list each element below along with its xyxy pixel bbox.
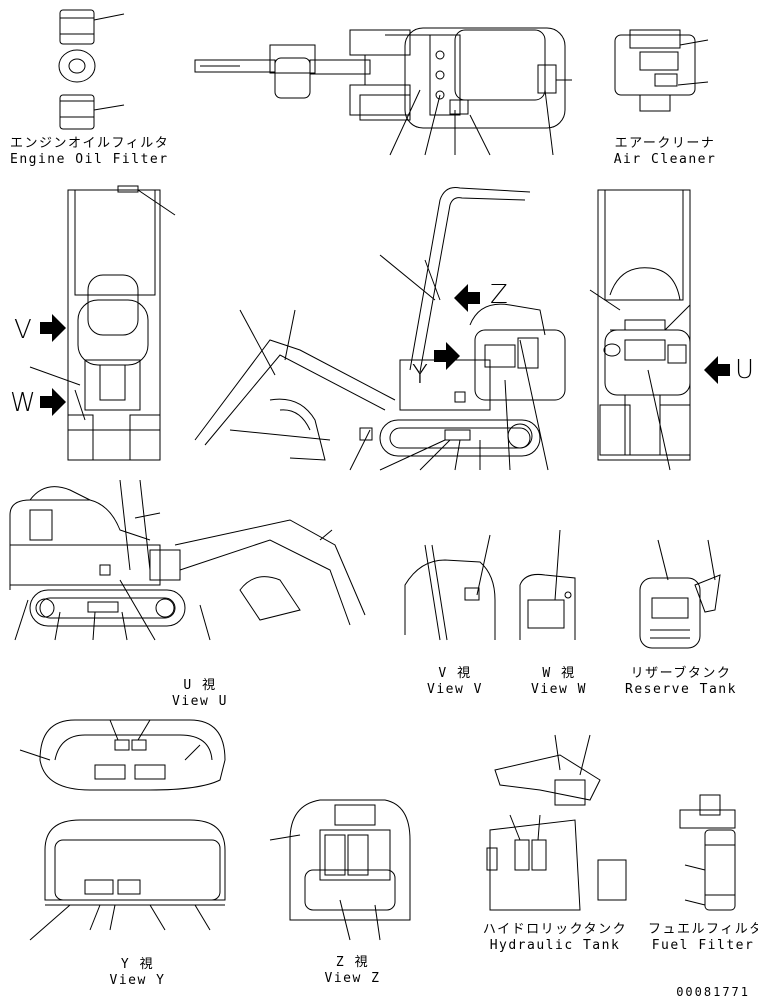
- caption-en: View Y: [109, 973, 166, 988]
- caption-jp: W 視: [542, 666, 576, 681]
- document-number: 00081771: [676, 985, 750, 999]
- view-w-figure: [520, 530, 575, 640]
- rear-view-figure: [598, 190, 690, 470]
- caption-en: View W: [531, 682, 587, 697]
- top-plan-view-figure: [195, 28, 572, 155]
- view-letter-z: Z: [490, 280, 508, 310]
- caption-view-z: Z 視 View Z: [315, 955, 390, 987]
- caption-en: View Z: [324, 971, 381, 986]
- caption-view-u: U 視 View U: [160, 678, 240, 710]
- reserve-tank-figure: [640, 540, 720, 648]
- caption-en: Hydraulic Tank: [489, 938, 621, 953]
- caption-view-w: W 視 View W: [524, 666, 594, 698]
- view-v-figure: [405, 535, 495, 640]
- caption-fuel-filter: フュエルフィルタ Fuel Filter: [648, 922, 758, 954]
- caption-en: Air Cleaner: [613, 152, 717, 167]
- view-arrow-right: [704, 356, 730, 384]
- view-z-arrow-icon: [454, 284, 480, 312]
- caption-jp: Z 視: [335, 955, 370, 970]
- caption-jp: エンジンオイルフィルタ: [10, 136, 170, 151]
- view-y-figure: [30, 820, 225, 940]
- fuel-filter-figure: [680, 795, 735, 910]
- caption-jp: ハイドロリックタンク: [482, 922, 628, 937]
- caption-en: Fuel Filter: [651, 938, 755, 953]
- caption-jp: リザーブタンク: [630, 666, 732, 681]
- caption-jp: V 視: [438, 666, 472, 681]
- engine-oil-filter-figure: [59, 10, 124, 129]
- main-side-view-figure: [195, 188, 620, 471]
- view-letter-u: U: [735, 355, 755, 385]
- air-cleaner-figure: [615, 30, 708, 111]
- view-u-arrow-icon: [704, 356, 730, 384]
- caption-en: View V: [427, 682, 483, 697]
- caption-en: View U: [172, 694, 228, 709]
- view-u-figure: [20, 720, 225, 790]
- caption-en: Reserve Tank: [625, 682, 737, 697]
- view-letter-v: V: [14, 315, 32, 345]
- caption-air-cleaner: エアークリーナ Air Cleaner: [610, 136, 720, 168]
- hydraulic-tank-figure: [487, 735, 626, 910]
- caption-reserve-tank: リザーブタンク Reserve Tank: [625, 666, 737, 698]
- lower-side-view-figure: [10, 480, 365, 640]
- view-w-arrow-icon: [40, 388, 66, 416]
- caption-en: Engine Oil Filter: [10, 152, 169, 167]
- caption-jp: エアークリーナ: [614, 136, 716, 151]
- view-letter-w: W: [10, 388, 36, 418]
- view-arrows-center: [434, 284, 480, 370]
- caption-jp: U 視: [183, 678, 217, 693]
- caption-hydraulic-tank: ハイドロリックタンク Hydraulic Tank: [480, 922, 630, 954]
- view-z-figure: [270, 800, 410, 940]
- caption-view-y: Y 視 View Y: [100, 957, 175, 989]
- caption-view-v: V 視 View V: [420, 666, 490, 698]
- view-v-arrow-icon: [40, 314, 66, 342]
- front-view-figure: [30, 186, 175, 460]
- caption-jp: Y 視: [120, 957, 155, 972]
- view-arrows-left: [40, 314, 66, 416]
- view-letter-y: Y: [412, 360, 428, 390]
- view-y-arrow-icon: [434, 342, 460, 370]
- caption-engine-oil-filter: エンジンオイルフィルタ Engine Oil Filter: [10, 136, 170, 168]
- caption-jp: フュエルフィルタ: [648, 922, 758, 937]
